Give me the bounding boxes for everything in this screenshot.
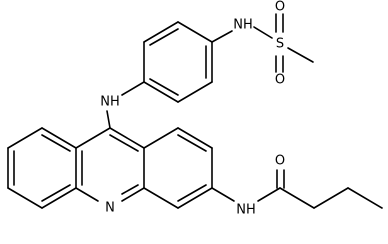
bond — [143, 187, 179, 209]
bond — [143, 127, 179, 149]
bond — [143, 21, 179, 43]
bond — [106, 110, 111, 129]
bond — [149, 78, 179, 96]
bond — [253, 26, 273, 39]
sulfonyl-oxygen-top-label: O — [275, 0, 285, 15]
sulfur-label: S — [276, 37, 284, 52]
bond — [177, 184, 207, 202]
bond — [149, 28, 179, 46]
bond — [211, 30, 233, 43]
bond — [177, 187, 213, 209]
bond — [121, 184, 139, 195]
ring-nitrogen-label: N — [105, 201, 115, 216]
bond — [177, 134, 207, 152]
bond — [177, 21, 213, 43]
bond — [279, 187, 315, 209]
atom-labels: NH S O O NH N NH O — [100, 0, 285, 218]
bond — [7, 127, 43, 149]
bond — [313, 187, 349, 209]
bond — [41, 134, 71, 152]
bond — [41, 184, 71, 202]
bond — [75, 187, 99, 202]
bond — [7, 187, 43, 209]
amide-nh-label: NH — [236, 203, 256, 218]
bond — [143, 81, 179, 103]
bridge-nh-label: NH — [100, 95, 120, 110]
amide-oxygen-label: O — [275, 154, 285, 169]
sulfonyl-oxygen-bottom-label: O — [275, 73, 285, 88]
bond — [211, 187, 235, 202]
bond — [41, 187, 77, 209]
bond — [121, 81, 145, 96]
bond — [41, 127, 77, 149]
sulfonamide-nh-label: NH — [233, 18, 253, 33]
bond — [177, 127, 213, 149]
bond — [109, 134, 139, 152]
bond — [257, 187, 281, 202]
bond — [109, 127, 145, 149]
bonds — [7, 13, 383, 209]
bond — [121, 187, 145, 202]
bond — [287, 47, 314, 63]
bond — [347, 187, 383, 209]
bond — [75, 127, 111, 149]
bond — [177, 81, 213, 103]
